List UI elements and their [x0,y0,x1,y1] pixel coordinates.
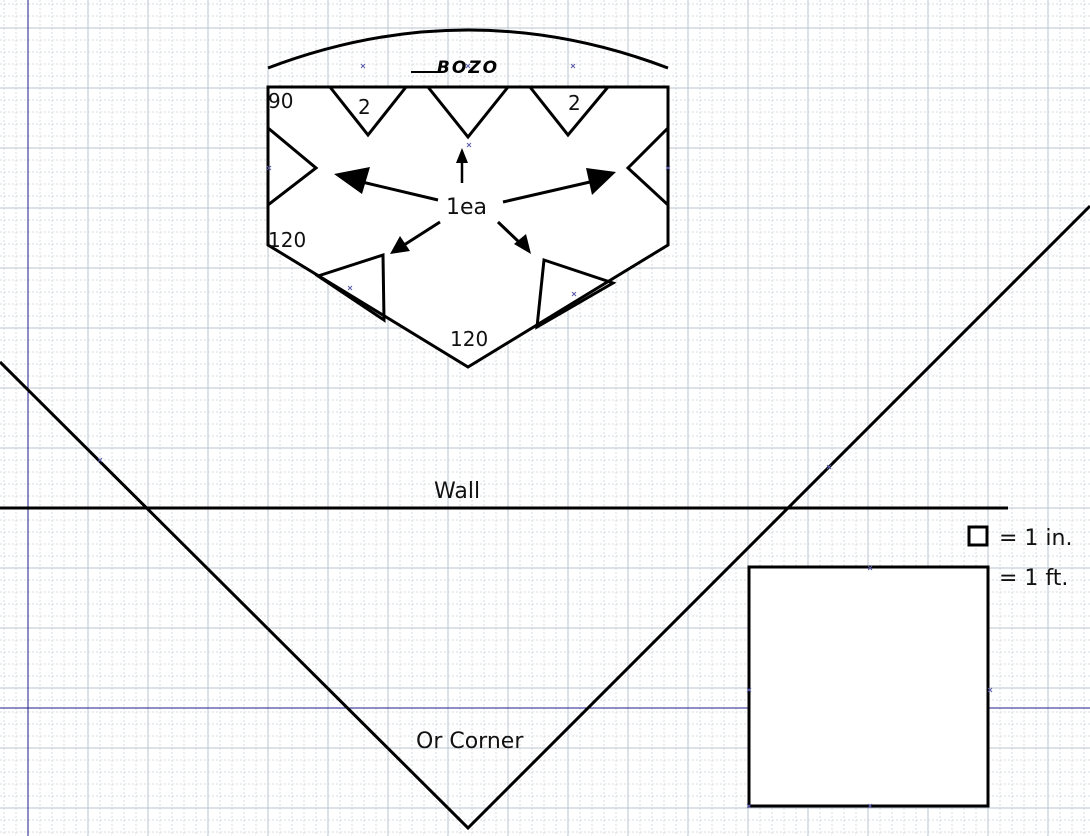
brand-logo-text: BOZO [437,58,499,78]
angle-label-top-left: 90 [268,89,293,113]
corner-label: Or Corner [416,729,524,754]
arrow-head-down-right [514,234,531,254]
vertex-marker [266,165,272,171]
corner-lines [0,204,1090,831]
arrow-line-down-right [496,220,522,245]
vertex-marker [867,803,873,809]
arrow-head-up [456,148,468,163]
top-center-triangle [424,85,512,140]
vertex-marker [867,565,873,571]
wall-label: Wall [434,479,480,504]
speaker-front-arc [267,28,669,70]
legend-small-square [967,525,989,547]
top-left-triangle [326,85,410,138]
count-label-right: 2 [568,91,581,115]
arrow-head-right [586,168,616,195]
top-right-triangle [526,85,612,138]
vertex-marker [466,142,472,148]
vertex-marker [746,687,752,693]
vertex-marker [360,63,366,69]
count-label-left: 2 [358,95,371,119]
bottom-right-triangle [535,257,617,330]
angle-label-left: 120 [268,228,306,252]
right-side-triangle [625,124,670,209]
brand-logo: BOZO [411,58,499,78]
legend-large-square [747,565,990,808]
vertex-marker [746,803,752,809]
vertex-marker [826,464,832,470]
vertex-marker [465,63,471,69]
angle-label-bottom: 120 [450,327,488,351]
legend-large-label: = 1 ft. [999,566,1068,591]
vertex-marker [987,687,993,693]
arrow-line-left [361,180,439,202]
arrow-head-left [334,167,370,194]
vertex-marker [665,165,671,171]
arrow-line-right [502,180,591,204]
vertex-marker [97,457,103,463]
vertex-markers [97,63,993,809]
legend-small-label: = 1 in. [999,526,1072,551]
arrow-head-down-left [390,236,410,254]
arrow-line-down-left [403,220,441,247]
speaker-plan: BOZO 90 120 120 2 2 1ea [266,28,670,369]
vertex-marker [571,291,577,297]
vertex-marker [347,285,353,291]
vertex-marker [570,63,576,69]
bottom-left-triangle [314,252,386,323]
each-label: 1ea [446,195,487,220]
